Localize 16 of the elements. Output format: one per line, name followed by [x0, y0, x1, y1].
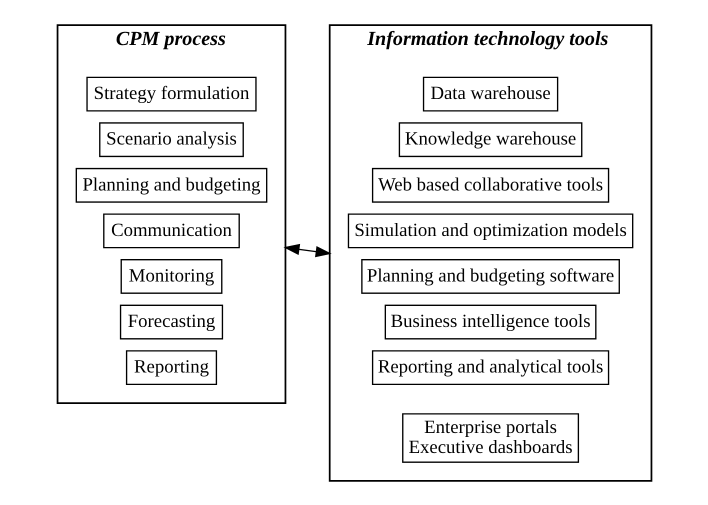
node-box: Scenario analysis — [98, 122, 244, 157]
node-box: Planning and budgeting — [75, 167, 267, 202]
node-box: Communication — [102, 212, 240, 248]
node-box: Forecasting — [119, 304, 223, 339]
node-box: Strategy formulation — [86, 76, 256, 112]
arrow — [282, 243, 332, 257]
node-box: Web based collaborative tools — [371, 167, 609, 202]
node-box: Reporting and analytical tools — [371, 350, 609, 385]
node-box: Enterprise portals Executive dashboards — [402, 412, 579, 462]
node-box: Business intelligence tools — [384, 304, 596, 339]
node-box: Planning and budgeting software — [360, 258, 620, 294]
node-box: Simulation and optimization models — [347, 212, 633, 248]
node-box: Reporting — [125, 350, 217, 385]
node-box: Monitoring — [120, 258, 222, 294]
node-box: Knowledge warehouse — [398, 122, 582, 157]
node-box: Data warehouse — [422, 76, 558, 112]
